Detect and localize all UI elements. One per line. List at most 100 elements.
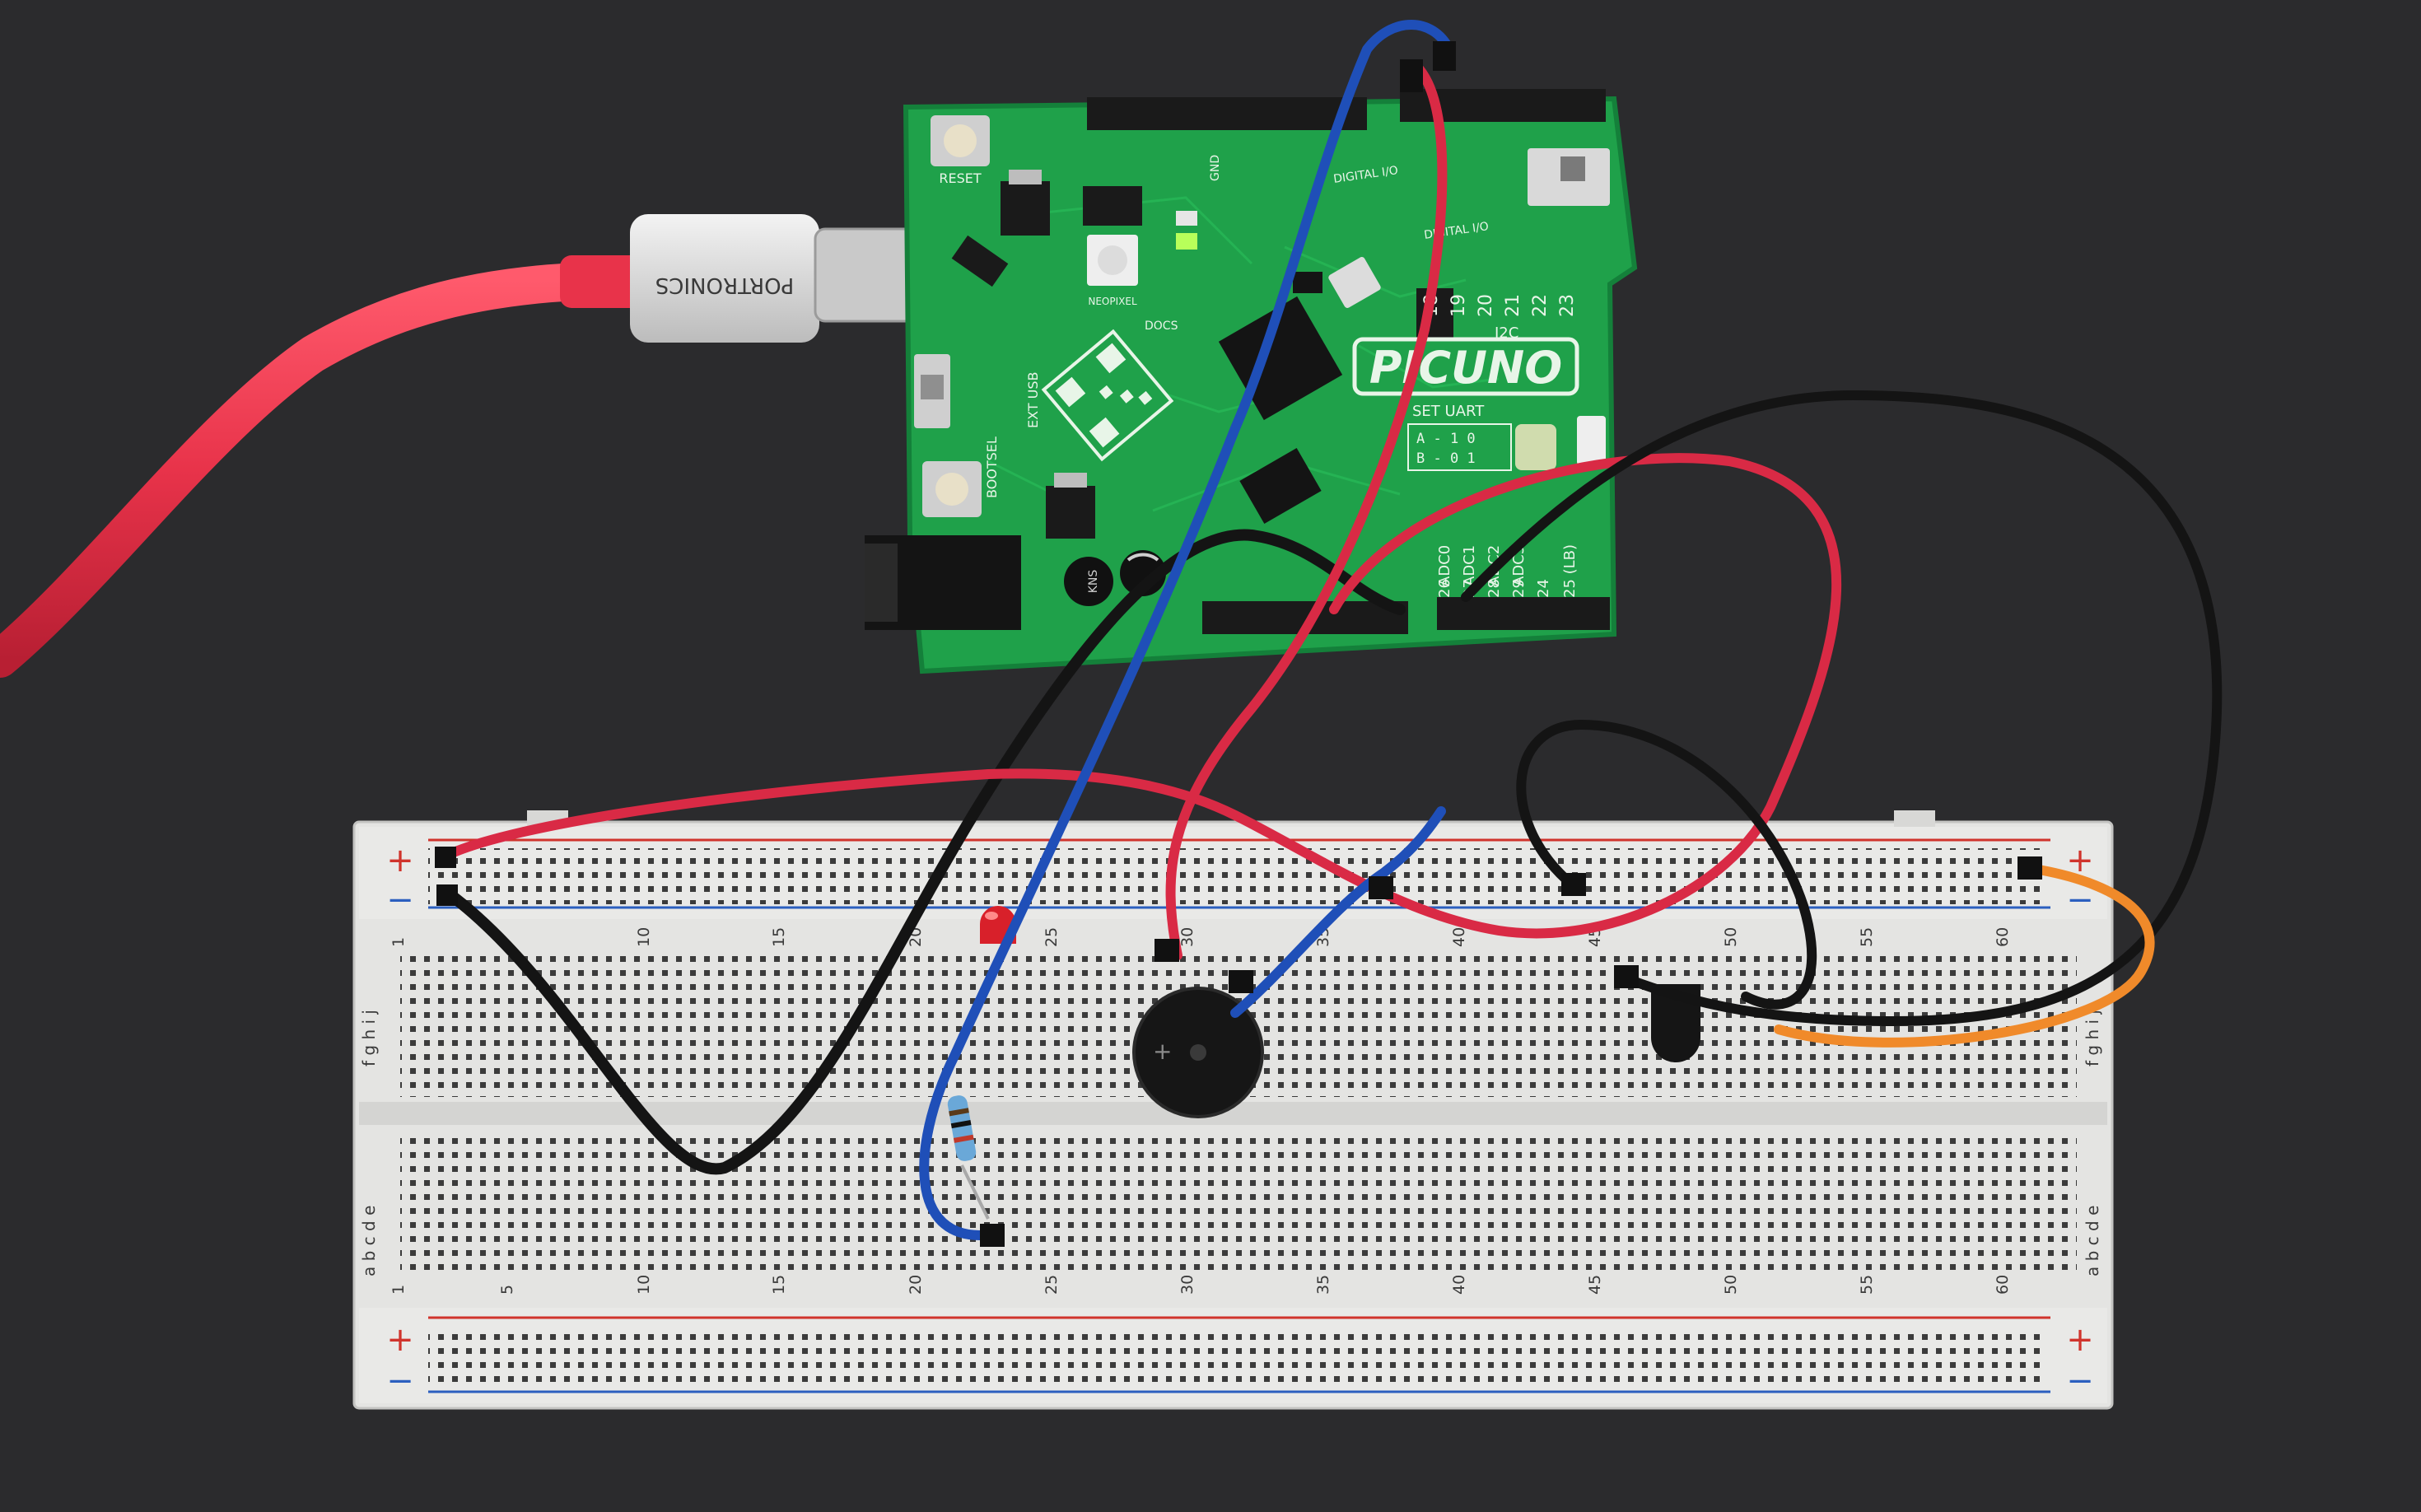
top-col-15: 15	[770, 927, 788, 947]
bottom-rail-holes-plus	[428, 1326, 2042, 1354]
analog-header-bottom	[1437, 597, 1610, 630]
io-label-20: 20	[1476, 294, 1496, 317]
diode-chip	[1083, 186, 1142, 226]
small-ic	[1293, 272, 1322, 293]
uart-setting-box	[1407, 423, 1512, 471]
black-wire-loop	[1516, 720, 1817, 1010]
wire-tip-red-signal	[1155, 939, 1179, 962]
bottom-rail-plus-left: +	[386, 1321, 414, 1359]
voltage-regulator-top	[1001, 181, 1050, 236]
black-wire-transistor	[1461, 390, 2223, 1026]
neopixel-label: NEOPIXEL	[1088, 296, 1137, 307]
top-col-50: 50	[1722, 927, 1740, 947]
usb-cable: PORTRONICS	[0, 214, 932, 678]
reset-label: RESET	[939, 170, 981, 186]
io-label-22: 22	[1530, 294, 1551, 317]
bottom-col-55: 55	[1858, 1275, 1876, 1295]
adc0-label: ADC0	[1436, 545, 1453, 586]
bottom-col-45: 45	[1586, 1275, 1604, 1295]
red-wire-signal	[1165, 61, 1448, 960]
smd-diode-small	[951, 235, 1009, 287]
voltage-regulator-bottom	[1046, 486, 1095, 539]
top-row-letters-left: f g h i j	[359, 1010, 379, 1066]
uart-a-label: A - 1 0	[1416, 431, 1476, 447]
top-col-10: 10	[635, 927, 653, 947]
uart-jumper-pads	[1515, 424, 1556, 470]
top-row-letters-right: f g h i j	[2083, 1010, 2102, 1066]
breadboard: + − + − f g h i j f g h i j 1 10 15 20 2…	[352, 810, 2114, 1410]
io-label-19: 19	[1448, 294, 1469, 317]
bottom-rail-minus-right: −	[2066, 1362, 2094, 1400]
wire-tip-board-blue	[1433, 41, 1456, 71]
top-rail-plus-left: +	[386, 842, 414, 880]
wire-tip-black-rail	[436, 884, 458, 906]
io-label-23: 23	[1557, 294, 1578, 317]
side-connector	[1577, 416, 1606, 465]
wire-tip-blue-led	[980, 1224, 1005, 1247]
bottom-col-40: 40	[1450, 1275, 1468, 1295]
dc-barrel-jack	[865, 535, 1021, 630]
svg-text:+: +	[1153, 1038, 1172, 1065]
top-col-1: 1	[390, 937, 408, 947]
electrolytic-capacitor-1	[1064, 557, 1113, 606]
regulator-tab-top	[1009, 170, 1042, 184]
bottom-col-50: 50	[1722, 1275, 1740, 1295]
top-rail-minus-left: −	[386, 881, 414, 919]
wire-tip-blue-buzzer	[1229, 970, 1253, 993]
top-col-25: 25	[1043, 927, 1061, 947]
wire-tip-mid-rail	[1369, 876, 1393, 899]
bottom-row-letters-left: a b c d e	[359, 1206, 379, 1276]
bottom-rail-minus-left: −	[386, 1362, 414, 1400]
pin-label-29: 29	[1510, 579, 1528, 598]
bootsel-button[interactable]	[922, 461, 982, 517]
top-col-60: 60	[1994, 927, 2012, 947]
pin-label-25: 25 (LB)	[1561, 544, 1579, 598]
bottom-rail-holes-minus	[428, 1354, 2042, 1382]
reset-button[interactable]	[931, 115, 990, 166]
bottom-terminal-holes	[400, 1130, 2077, 1272]
bottom-col-35: 35	[1314, 1275, 1332, 1295]
bottom-col-20: 20	[907, 1275, 925, 1295]
bottom-rail-plus-right: +	[2066, 1321, 2094, 1359]
usb-cable-strain-relief	[560, 255, 642, 308]
board-logo-frame	[1352, 337, 1579, 396]
top-col-30: 30	[1178, 927, 1197, 947]
wire-tip-red-rail	[435, 847, 456, 868]
top-rail-holes-plus	[428, 848, 2042, 876]
capacitor-text: KNS	[1087, 570, 1100, 594]
top-column-numbers: 1 10 15 20 25 30 35 40 45 50 55 60	[390, 927, 2012, 947]
digital-header-top-left	[1087, 97, 1367, 130]
wire-tip-transistor	[1614, 965, 1639, 988]
pin-label-24: 24	[1535, 579, 1552, 598]
bottom-col-60: 60	[1994, 1275, 2012, 1295]
black-wire-ground	[443, 529, 1406, 1175]
bottom-col-25: 25	[1043, 1275, 1061, 1295]
ext-usb-label: EXT USB	[1025, 372, 1041, 429]
top-rail-holes-minus	[428, 876, 2042, 904]
resistor-lead	[960, 1164, 990, 1220]
crystal-oscillator	[1328, 257, 1381, 308]
bottom-col-10: 10	[635, 1275, 653, 1295]
wire-tip-black-loop	[1561, 873, 1586, 896]
top-col-40: 40	[1450, 927, 1468, 947]
bottom-row-letters-right: a b c d e	[2083, 1206, 2102, 1276]
bottom-col-30: 30	[1178, 1275, 1197, 1295]
bootsel-label: BOOTSEL	[984, 436, 1000, 498]
piezo-buzzer: +	[1132, 987, 1264, 1118]
orange-wire	[1774, 864, 2155, 1048]
status-led-off	[1176, 211, 1197, 226]
pin-label-26: 26	[1436, 579, 1453, 598]
top-col-55: 55	[1858, 927, 1876, 947]
docs-qr-code	[1041, 329, 1174, 462]
usb-plug-housing	[630, 214, 819, 343]
pin-label-28: 28	[1486, 579, 1503, 598]
i2c-label: I2C	[1495, 324, 1518, 342]
set-uart-label: SET UART	[1412, 403, 1485, 420]
bottom-col-15: 15	[770, 1275, 788, 1295]
wire-tip-orange	[2018, 856, 2042, 880]
bottom-column-numbers: 1 5 10 15 20 25 30 35 40 45 50 55 60	[390, 1275, 2012, 1295]
resistor	[947, 1095, 977, 1161]
regulator-tab-bottom	[1054, 473, 1087, 488]
flash-chip	[1239, 448, 1322, 524]
